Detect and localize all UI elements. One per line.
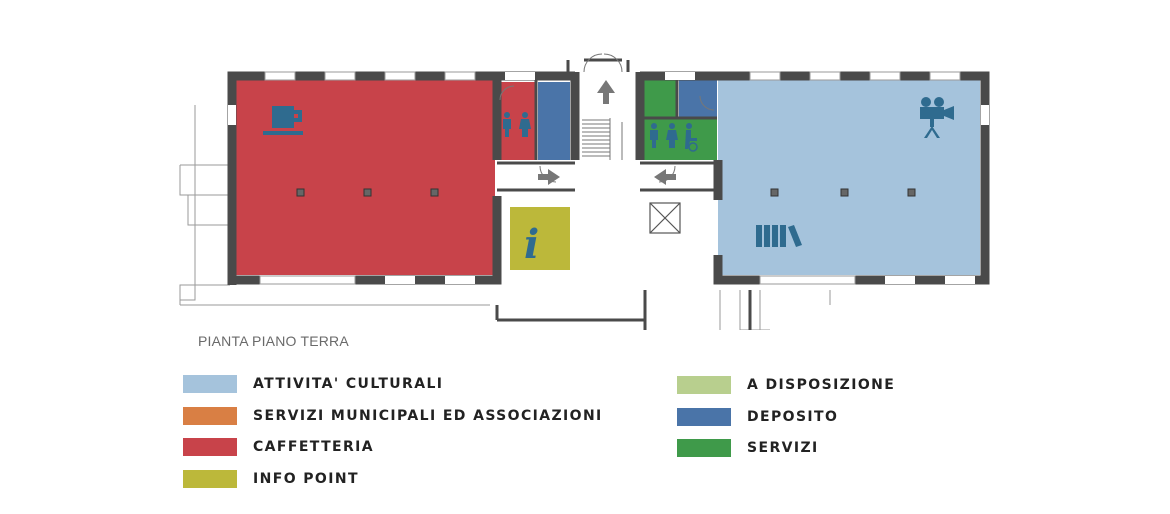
legend-swatch (677, 439, 731, 457)
restroom-icon-left (503, 112, 531, 137)
left-arrow-icon (654, 169, 676, 185)
exterior-lines (179, 105, 831, 330)
legend-label: SERVIZI MUNICIPALI ED ASSOCIAZIONI (253, 407, 603, 424)
info-icon: i (524, 221, 539, 268)
thin-walls (495, 58, 752, 330)
room-deposito-right (679, 80, 717, 118)
window-frames (259, 71, 961, 285)
columns (296, 188, 916, 197)
coffee-cup-icon (263, 106, 303, 135)
books-icon (756, 225, 802, 247)
legend-item: A DISPOSIZIONE (677, 375, 895, 395)
plan-title: PIANTA PIANO TERRA (198, 333, 349, 349)
legend-label: CAFFETTERIA (253, 439, 375, 455)
legend-swatch (677, 407, 731, 426)
room-info-point (510, 207, 570, 270)
legend-label: ATTIVITA' CULTURALI (253, 376, 444, 392)
room-deposito-left (538, 82, 570, 160)
stairs (582, 118, 623, 160)
floor-plan: i (179, 53, 990, 330)
legend-label: INFO POINT (253, 470, 359, 487)
legend-item: INFO POINT (183, 469, 359, 489)
legend-swatch (183, 406, 237, 425)
legend-swatch (183, 469, 237, 488)
elevator-icon (649, 202, 681, 234)
right-arrow-icon (538, 169, 560, 185)
legend-swatch (677, 376, 731, 394)
legend-item: SERVIZI MUNICIPALI ED ASSOCIAZIONI (183, 406, 603, 426)
legend-item: DEPOSITO (677, 407, 838, 427)
legend-swatch (183, 375, 237, 393)
legend-label: DEPOSITO (747, 408, 839, 425)
restroom-icon-right (650, 123, 698, 152)
legend-label: A DISPOSIZIONE (747, 377, 896, 393)
room-servizi-right-top (643, 80, 677, 118)
legend-item: CAFFETTERIA (183, 437, 374, 457)
legend-item: SERVIZI (677, 438, 819, 458)
legend-item: ATTIVITA' CULTURALI (183, 374, 443, 394)
legend-swatch (183, 438, 237, 456)
windows (228, 72, 989, 284)
legend-label: SERVIZI (747, 440, 819, 456)
movie-camera-icon (920, 97, 954, 138)
up-arrow-icon (597, 80, 615, 104)
